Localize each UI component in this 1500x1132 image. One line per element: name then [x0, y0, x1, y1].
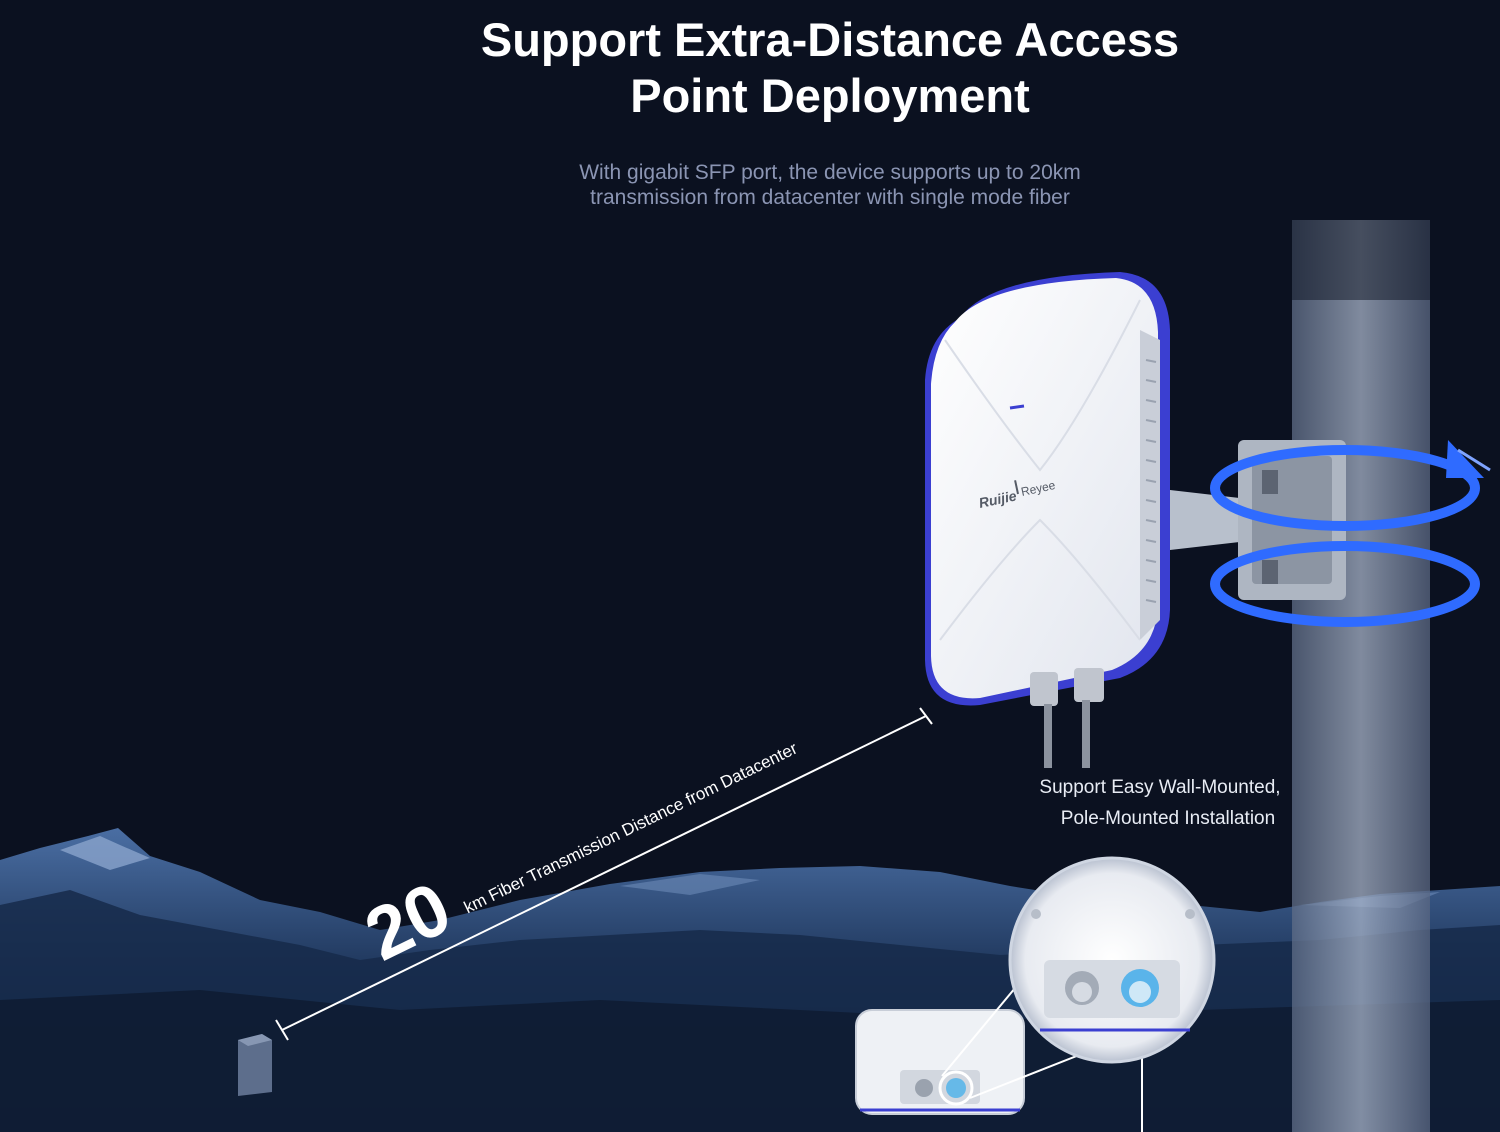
zoom-lens-detail	[1008, 856, 1216, 1064]
ap-bottom-view	[855, 1009, 1025, 1115]
mounting-caption-line-1: Support Easy Wall-Mounted,	[1039, 777, 1281, 798]
page-subtitle-line-1: With gigabit SFP port, the device suppor…	[579, 161, 1081, 184]
access-point-device: Ruijie Reyee	[925, 272, 1170, 768]
mounting-caption-line-2: Pole-Mounted Installation	[1060, 808, 1276, 829]
rotate-arrows-icon	[1210, 440, 1491, 627]
mountain-range	[0, 828, 1500, 1132]
mounting-caption: Support Easy Wall-Mounted, Pole-Mounted …	[1010, 772, 1310, 834]
page-title-line-1: Support Extra-Distance Access	[480, 13, 1180, 66]
page-title-line-2: Point Deployment	[630, 69, 1030, 122]
brand-logo: Ruijie	[977, 487, 1018, 511]
page-subtitle: With gigabit SFP port, the device suppor…	[480, 160, 1180, 210]
status-led-icon	[1009, 404, 1025, 410]
page-title: Support Extra-Distance Access Point Depl…	[430, 12, 1230, 124]
fiber-distance-line	[275, 707, 933, 1041]
page-subtitle-line-2: transmission from datacenter with single…	[590, 186, 1070, 209]
mounting-pole	[1292, 220, 1430, 1132]
datacenter-icon	[238, 1034, 272, 1096]
